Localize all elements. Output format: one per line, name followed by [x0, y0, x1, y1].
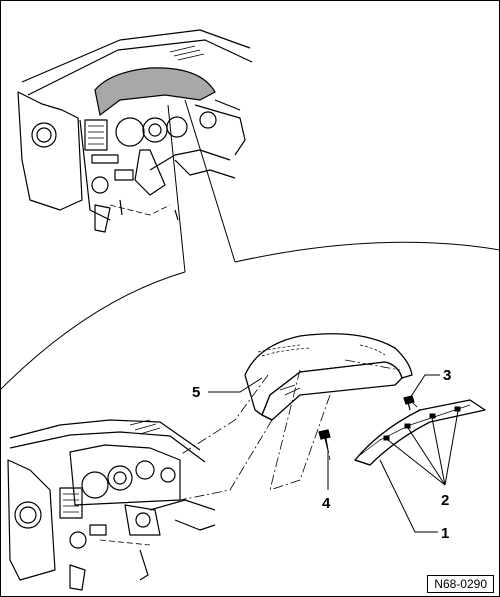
cluster-cover-part-5	[244, 333, 413, 421]
screw-part-4	[318, 429, 331, 451]
projection-lines	[0, 99, 500, 391]
leader-lines	[208, 374, 459, 533]
callout-1: 1	[441, 525, 449, 542]
dashboard-overview-top	[17, 29, 253, 233]
screw-part-3	[403, 395, 415, 411]
figure-reference-label: N68-0290	[427, 575, 494, 593]
cluster-cover-highlight	[94, 67, 216, 117]
callout-4: 4	[322, 495, 331, 512]
trim-strip-part-1	[354, 399, 486, 466]
callout-2: 2	[441, 492, 449, 509]
callout-5: 5	[192, 384, 200, 401]
dashboard-bottom-view	[7, 419, 216, 591]
callout-3: 3	[443, 367, 451, 384]
